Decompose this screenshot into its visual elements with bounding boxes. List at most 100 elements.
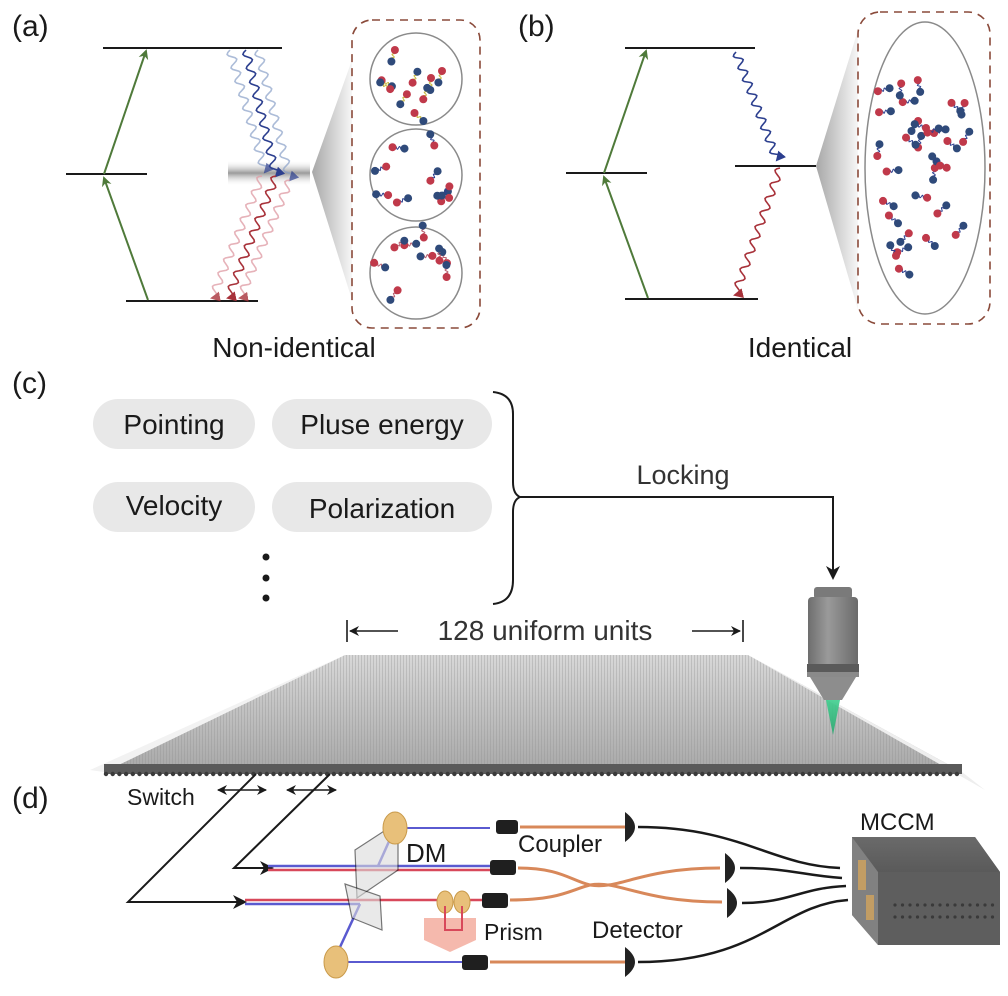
array-unit	[217, 771, 223, 777]
blue-atom	[941, 125, 950, 134]
array-unit	[680, 771, 685, 777]
fiber-couplers	[462, 820, 518, 970]
vent-hole	[923, 903, 927, 907]
red-atom	[959, 137, 968, 146]
detectors	[625, 812, 737, 977]
array-unit	[814, 771, 819, 777]
array-unit	[686, 771, 692, 777]
red-atom	[392, 198, 401, 207]
blue-atom	[434, 78, 443, 87]
array-unit	[639, 771, 645, 777]
array-unit	[318, 771, 323, 777]
array-unit	[713, 771, 718, 777]
array-unit	[606, 771, 611, 777]
red-atom	[408, 78, 417, 87]
array-unit	[525, 771, 531, 777]
atom-cluster-2	[369, 128, 463, 222]
vent-hole	[893, 915, 897, 919]
photon-wave-blue	[732, 51, 786, 162]
photon-wave-red	[210, 175, 263, 302]
array-unit	[894, 771, 899, 777]
mirror	[382, 811, 408, 845]
parameter-label: Velocity	[126, 490, 223, 521]
photon-wave-red	[226, 175, 277, 302]
vent-hole	[960, 915, 965, 919]
vent-hole	[915, 915, 920, 919]
blue-atom	[910, 120, 919, 129]
red-atom	[427, 74, 435, 82]
array-unit	[659, 771, 665, 777]
array-unit	[338, 771, 343, 777]
red-atom	[370, 258, 379, 267]
vent-hole	[893, 903, 897, 907]
blue-atom	[437, 191, 446, 200]
array-unit	[619, 771, 625, 777]
array-unit	[666, 771, 671, 777]
blue-atom	[433, 167, 442, 176]
blue-atom	[895, 91, 904, 100]
red-atom	[933, 209, 942, 218]
vent-hole	[983, 903, 987, 907]
blue-atom	[904, 243, 913, 252]
blue-atom	[413, 67, 422, 76]
vent-hole	[990, 915, 995, 919]
red-atom	[384, 191, 393, 200]
red-atom	[904, 229, 913, 238]
vent-hole	[990, 903, 995, 907]
array-unit	[499, 771, 504, 777]
vent-hole	[915, 903, 920, 907]
array-unit	[304, 771, 310, 777]
blue-atom	[952, 144, 961, 153]
vent-hole	[945, 915, 950, 919]
photon-wave-red	[238, 179, 291, 302]
array-unit	[358, 771, 363, 777]
array-unit	[371, 771, 377, 777]
zoom-cone	[816, 30, 858, 310]
vent-hole	[900, 915, 905, 919]
blue-atom	[894, 166, 903, 175]
array-unit	[700, 771, 705, 777]
blue-atom	[396, 100, 405, 109]
array-unit	[438, 771, 444, 777]
array-size-label: 128 uniform units	[438, 615, 653, 646]
grouping-brace	[492, 391, 523, 605]
array-unit	[874, 771, 879, 777]
blue-atom	[934, 124, 943, 133]
array-unit	[860, 771, 866, 777]
blue-atom	[956, 107, 965, 116]
array-unit	[673, 771, 678, 777]
array-unit	[546, 771, 551, 777]
array-unit	[365, 771, 370, 777]
array-unit	[190, 771, 196, 777]
array-unit	[760, 771, 765, 777]
plate-edge	[104, 764, 962, 774]
blue-atom	[387, 57, 396, 66]
array-unit	[224, 771, 229, 777]
array-unit	[405, 771, 410, 777]
atom-pairs-b	[873, 76, 974, 279]
array-unit	[123, 771, 129, 777]
array-unit	[492, 771, 497, 777]
array-unit	[284, 771, 290, 777]
prism-beam-path	[444, 906, 463, 931]
panel-d: (d) Switch DM	[12, 773, 1000, 979]
array-unit	[740, 771, 745, 777]
blue-photon-group	[210, 49, 300, 302]
photon-wave-blue	[226, 49, 275, 174]
broadened-level-band	[228, 160, 310, 186]
array-unit	[532, 771, 537, 777]
blue-atom	[371, 166, 379, 175]
array-unit	[472, 771, 477, 777]
array-unit	[271, 771, 276, 777]
array-unit	[345, 771, 350, 777]
red-atom	[390, 46, 399, 54]
array-unit	[231, 771, 236, 777]
blue-atom	[416, 252, 425, 261]
array-unit	[425, 771, 430, 777]
blue-atom	[423, 83, 432, 92]
prism-label: Prism	[484, 919, 543, 945]
signal-cables	[637, 825, 849, 964]
array-unit	[485, 771, 491, 777]
red-atom	[875, 108, 883, 117]
array-unit	[881, 771, 886, 777]
